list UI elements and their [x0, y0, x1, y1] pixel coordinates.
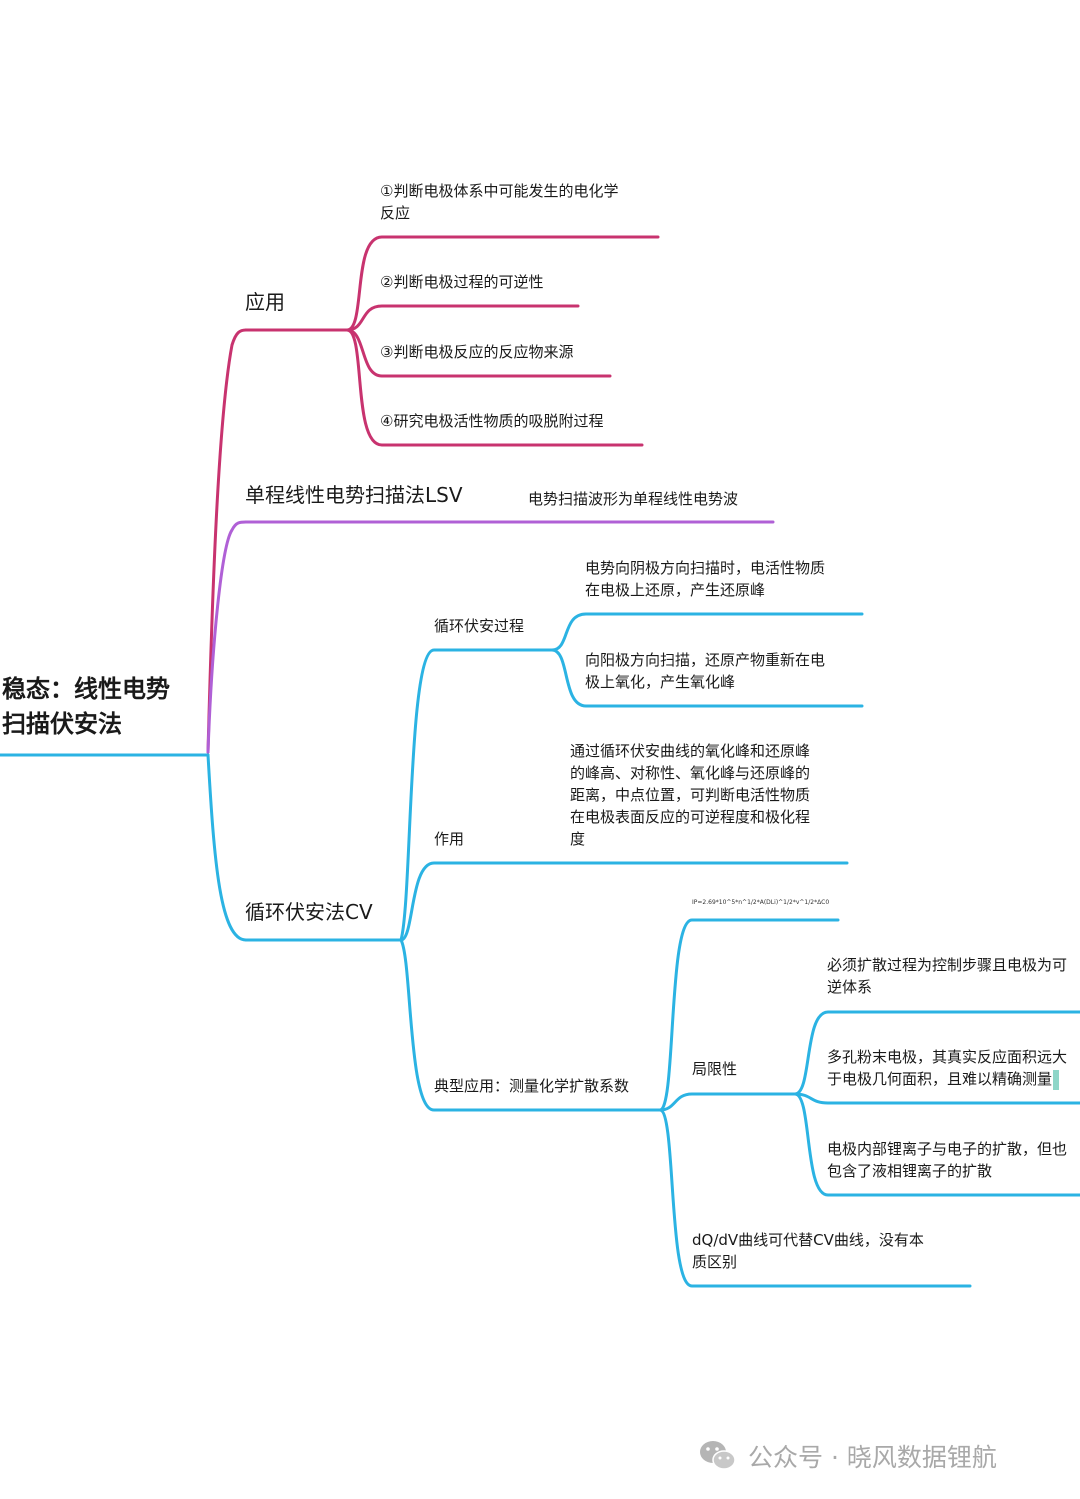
- limitation-item-2-text: 多孔粉末电极，其真实反应面积远大 于电极几何面积，且难以精确测量: [827, 1048, 1068, 1088]
- limitation-item-2[interactable]: 多孔粉末电极，其真实反应面积远大 于电极几何面积，且难以精确测量: [827, 1046, 1080, 1090]
- connector-limitation-item-2: [793, 1092, 1080, 1105]
- connector-typical-dqdv: [658, 1108, 972, 1288]
- connector-process-item-2: [550, 648, 864, 708]
- application-item-4[interactable]: ④研究电极活性物质的吸脱附过程: [380, 412, 604, 430]
- connector-limitation-item-1: [793, 1010, 1080, 1096]
- application-item-1[interactable]: ①判断电极体系中可能发生的电化学 反应: [380, 182, 619, 222]
- lsv-note[interactable]: 电势扫描波形为单程线性电势波: [528, 490, 739, 508]
- role-text[interactable]: 通过循环伏安曲线的氧化峰和还原峰 的峰高、对称性、氧化峰与还原峰的 距离，中点位…: [570, 742, 811, 848]
- watermark-text: 公众号 · 晓风数据锂航: [748, 1443, 997, 1472]
- application-item-3[interactable]: ③判断电极反应的反应物来源: [380, 343, 574, 361]
- connector-application-item-4: [345, 328, 644, 447]
- root-topic[interactable]: 稳态：线性电势 扫描伏安法: [2, 675, 170, 738]
- connector-typical-formula: [658, 918, 840, 1112]
- limitation-item-3[interactable]: 电极内部锂离子与电子的扩散，但也 包含了液相锂离子的扩散: [827, 1140, 1068, 1180]
- topic-limitation[interactable]: 局限性: [692, 1060, 738, 1078]
- branch-lines-lsv: [206, 520, 775, 754]
- connector-cv-typical: [399, 938, 662, 1112]
- connector-root-lsv: [206, 520, 248, 754]
- connector-application-item-3: [345, 328, 612, 378]
- connector-limitation-item-3: [793, 1092, 1080, 1197]
- limitation-item-1[interactable]: 必须扩散过程为控制步骤且电极为可 逆体系: [827, 956, 1068, 996]
- topic-cv-typical[interactable]: 典型应用：测量化学扩散系数: [434, 1077, 630, 1095]
- formula-text[interactable]: IP=2.69*10^5*n^1/2*A(DLi)^1/2*v^1/2*ΔC0: [692, 899, 830, 906]
- topic-cv-role[interactable]: 作用: [434, 830, 465, 848]
- topic-lsv[interactable]: 单程线性电势扫描法LSV: [245, 483, 463, 507]
- connector-typical-limitation: [658, 1092, 797, 1112]
- application-item-2[interactable]: ②判断电极过程的可逆性: [380, 273, 544, 291]
- connector-cv-process: [399, 648, 554, 942]
- connector-root-cv: [206, 753, 248, 942]
- dqdv-note[interactable]: dQ/dV曲线可代替CV曲线，没有本 质区别: [692, 1231, 924, 1271]
- connector-root-application: [206, 328, 248, 754]
- topic-cv-process[interactable]: 循环伏安过程: [434, 617, 525, 635]
- topic-application[interactable]: 应用: [245, 290, 285, 314]
- process-item-2[interactable]: 向阳极方向扫描，还原产物重新在电 极上氧化，产生氧化峰: [585, 651, 826, 691]
- connector-process-item-1: [550, 612, 864, 652]
- branch-lines-cv: [0, 612, 1080, 1288]
- wechat-icon: [700, 1441, 736, 1470]
- connector-application-item-1: [345, 235, 660, 332]
- process-item-1[interactable]: 电势向阴极方向扫描时，电活性物质 在电极上还原，产生还原峰: [585, 559, 826, 599]
- branch-lines-application: [206, 235, 660, 754]
- connector-cv-role: [399, 861, 849, 942]
- topic-cv[interactable]: 循环伏安法CV: [245, 900, 373, 924]
- text-cursor: [1053, 1069, 1060, 1090]
- watermark: 公众号 · 晓风数据锂航: [698, 1434, 997, 1478]
- connector-application-item-2: [345, 304, 580, 332]
